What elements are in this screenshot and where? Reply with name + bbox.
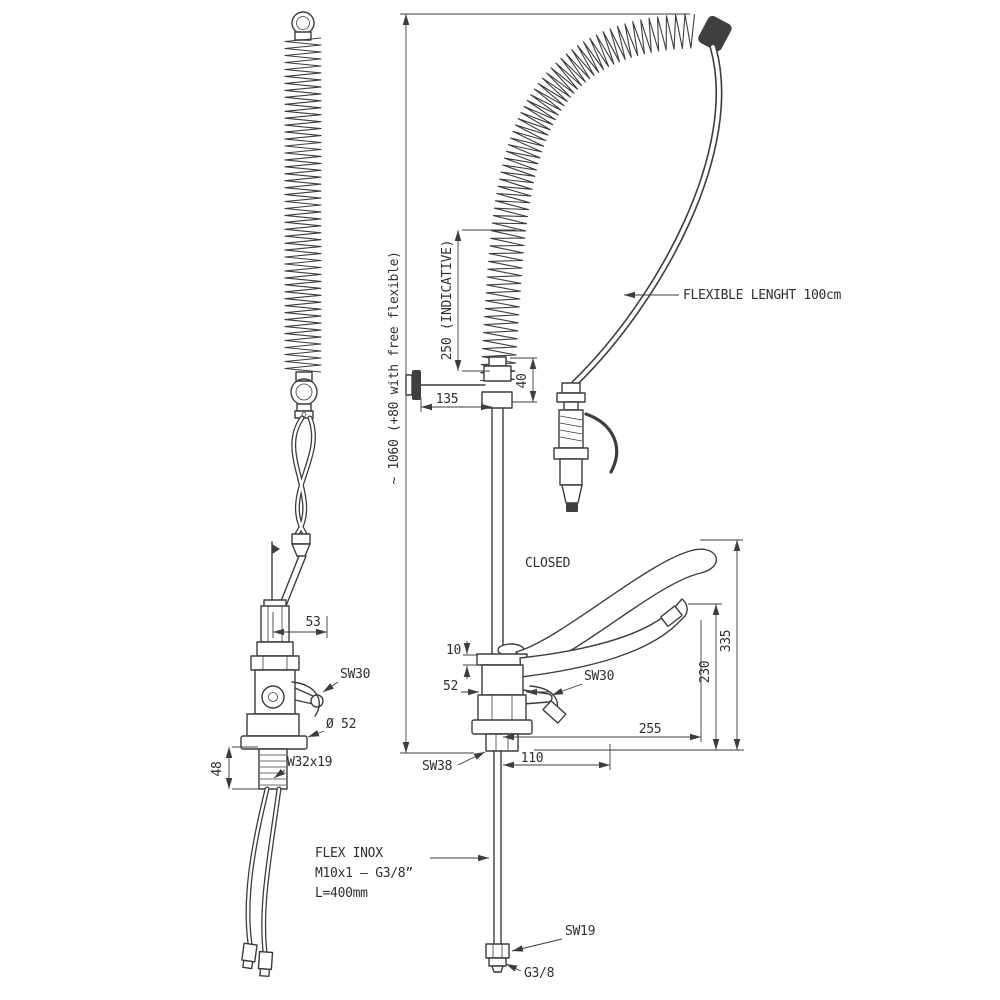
base-flange-right bbox=[471, 719, 533, 735]
riser-assembly bbox=[481, 356, 513, 655]
hose-top-fitting bbox=[698, 15, 732, 52]
swivel-spout bbox=[519, 598, 688, 678]
coil-spring-left bbox=[284, 37, 322, 373]
dim-230-label: 230 bbox=[698, 661, 713, 684]
gun-outlet bbox=[566, 503, 578, 512]
gun-lever bbox=[584, 412, 619, 474]
dim-135-label: 135 bbox=[436, 392, 459, 407]
overall-height-label: ~ 1060 (+80 with free flexible) bbox=[387, 251, 402, 484]
side-handle-loop bbox=[291, 681, 320, 717]
rod-knob bbox=[412, 370, 421, 400]
side-knob bbox=[310, 694, 324, 708]
flex-inox-line2: M10x1 – G3/8” bbox=[315, 866, 413, 881]
indicative-label: 250 (INDICATIVE) bbox=[440, 240, 455, 360]
flexible-hose bbox=[571, 43, 723, 387]
faucet-body-left bbox=[240, 541, 324, 790]
dia-52-label: Ø 52 bbox=[326, 717, 356, 732]
inlet-pipe bbox=[485, 750, 510, 973]
spray-gun bbox=[553, 382, 619, 512]
coil-spring-right bbox=[480, 13, 696, 382]
right-dimensions: ~ 1060 (+80 with free flexible) 250 (IND… bbox=[315, 13, 842, 981]
sw30-right-label: SW30 bbox=[584, 669, 614, 684]
sw38-label: SW38 bbox=[422, 759, 452, 774]
flex-inox-line1: FLEX INOX bbox=[315, 846, 383, 861]
sight-glass bbox=[260, 605, 290, 643]
spring-hose-left bbox=[284, 11, 322, 419]
dim-53-label: 53 bbox=[305, 615, 320, 630]
gun-grip bbox=[558, 409, 584, 449]
pipe-nut bbox=[485, 943, 510, 959]
dim-52-label: 52 bbox=[443, 679, 458, 694]
closed-label: CLOSED bbox=[525, 556, 571, 571]
dim-40-label: 40 bbox=[515, 373, 530, 388]
supply-hoses-bottom bbox=[241, 786, 282, 978]
hex-body bbox=[477, 694, 527, 724]
right-view: ~ 1060 (+80 with free flexible) 250 (IND… bbox=[315, 13, 842, 981]
hex-section bbox=[250, 655, 300, 671]
left-view: 53 SW30 Ø 52 48 W32x19 bbox=[210, 11, 370, 978]
pin-flag-icon bbox=[272, 544, 280, 554]
hanging-hook-icon bbox=[291, 11, 315, 35]
dim-10-label: 10 bbox=[446, 643, 461, 658]
dim-255-label: 255 bbox=[639, 722, 662, 737]
faucet-body-right bbox=[471, 548, 718, 752]
valve-circle bbox=[261, 685, 285, 709]
left-dimensions: 53 SW30 Ø 52 48 W32x19 bbox=[210, 612, 370, 790]
hose-ring-icon bbox=[290, 378, 318, 406]
side-outlet bbox=[542, 700, 567, 724]
flexible-length-label: FLEXIBLE LENGHT 100cm bbox=[683, 288, 842, 303]
dim-110-label: 110 bbox=[521, 751, 544, 766]
threaded-stub bbox=[258, 748, 288, 790]
thread-w32x19-label: W32x19 bbox=[287, 755, 332, 770]
dim-48-label: 48 bbox=[210, 761, 225, 776]
dim-335-label: 335 bbox=[719, 630, 734, 653]
aerator bbox=[660, 605, 683, 627]
coupling-nut bbox=[481, 391, 513, 409]
sw30-left-label: SW30 bbox=[340, 667, 370, 682]
twin-hoses-mid bbox=[278, 415, 316, 607]
tee-fitting bbox=[483, 365, 512, 382]
g38-label: G3/8 bbox=[524, 966, 554, 981]
flex-inox-line3: L=400mm bbox=[315, 886, 368, 901]
clinical-lever-handle bbox=[515, 548, 718, 670]
sw19-label: SW19 bbox=[565, 924, 595, 939]
